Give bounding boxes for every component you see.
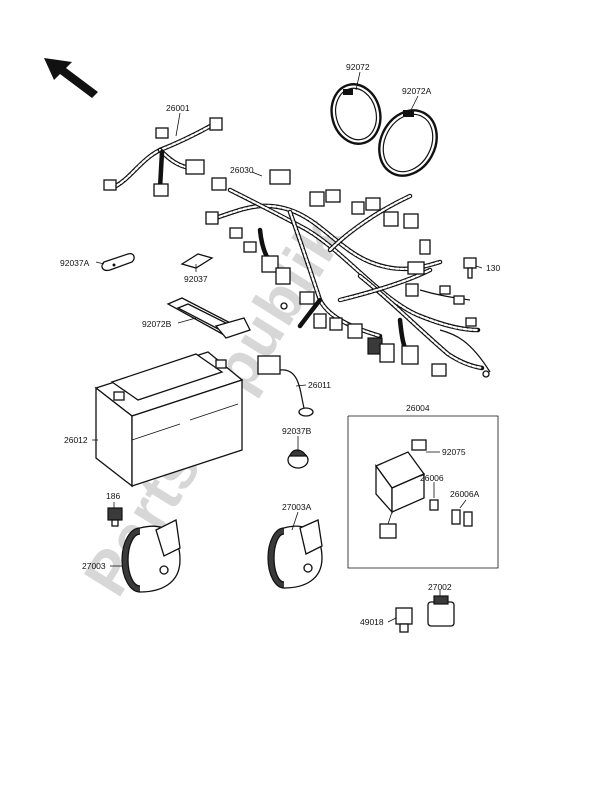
label-92037a: 92037A xyxy=(60,258,90,268)
label-26030: 26030 xyxy=(230,165,254,175)
label-92037: 92037 xyxy=(184,274,208,284)
label-26006: 26006 xyxy=(420,473,444,483)
switch-49018 xyxy=(395,607,413,633)
bolt-186 xyxy=(107,507,123,527)
label-186: 186 xyxy=(106,491,120,501)
horn-27003a xyxy=(267,519,323,589)
label-27003: 27003 xyxy=(82,561,106,571)
label-92037b: 92037B xyxy=(282,426,312,436)
part-labels: 92072 92072A 26001 26030 92037A 92037 13… xyxy=(60,62,500,627)
leader-lines xyxy=(92,71,483,623)
strap-92072b xyxy=(166,297,251,339)
band-92072 xyxy=(330,83,382,145)
cable-26011 xyxy=(257,355,314,417)
relay-group-26004 xyxy=(347,415,499,569)
label-26001: 26001 xyxy=(166,103,190,113)
holder-92037b xyxy=(287,449,309,469)
horn-27003 xyxy=(121,519,181,593)
label-49018: 49018 xyxy=(360,617,384,627)
screw-130 xyxy=(463,257,477,279)
direction-arrow-icon xyxy=(44,58,98,98)
battery-26012 xyxy=(94,351,244,488)
label-27003a: 27003A xyxy=(282,502,312,512)
main-harness-26030 xyxy=(205,169,491,378)
label-92072b: 92072B xyxy=(142,319,172,329)
band-92072a xyxy=(378,109,438,177)
label-92072a: 92072A xyxy=(402,86,432,96)
relay-27002 xyxy=(427,595,455,627)
pad-92037 xyxy=(180,253,214,269)
label-27002: 27002 xyxy=(428,582,452,592)
label-26012: 26012 xyxy=(64,435,88,445)
band-92037a xyxy=(101,252,135,272)
label-26011: 26011 xyxy=(308,380,331,390)
label-26004: 26004 xyxy=(406,403,430,413)
label-92072: 92072 xyxy=(346,62,370,72)
label-26006a: 26006A xyxy=(450,489,480,499)
sub-harness-26001 xyxy=(103,117,223,197)
label-92075: 92075 xyxy=(442,447,466,457)
label-130: 130 xyxy=(486,263,500,273)
